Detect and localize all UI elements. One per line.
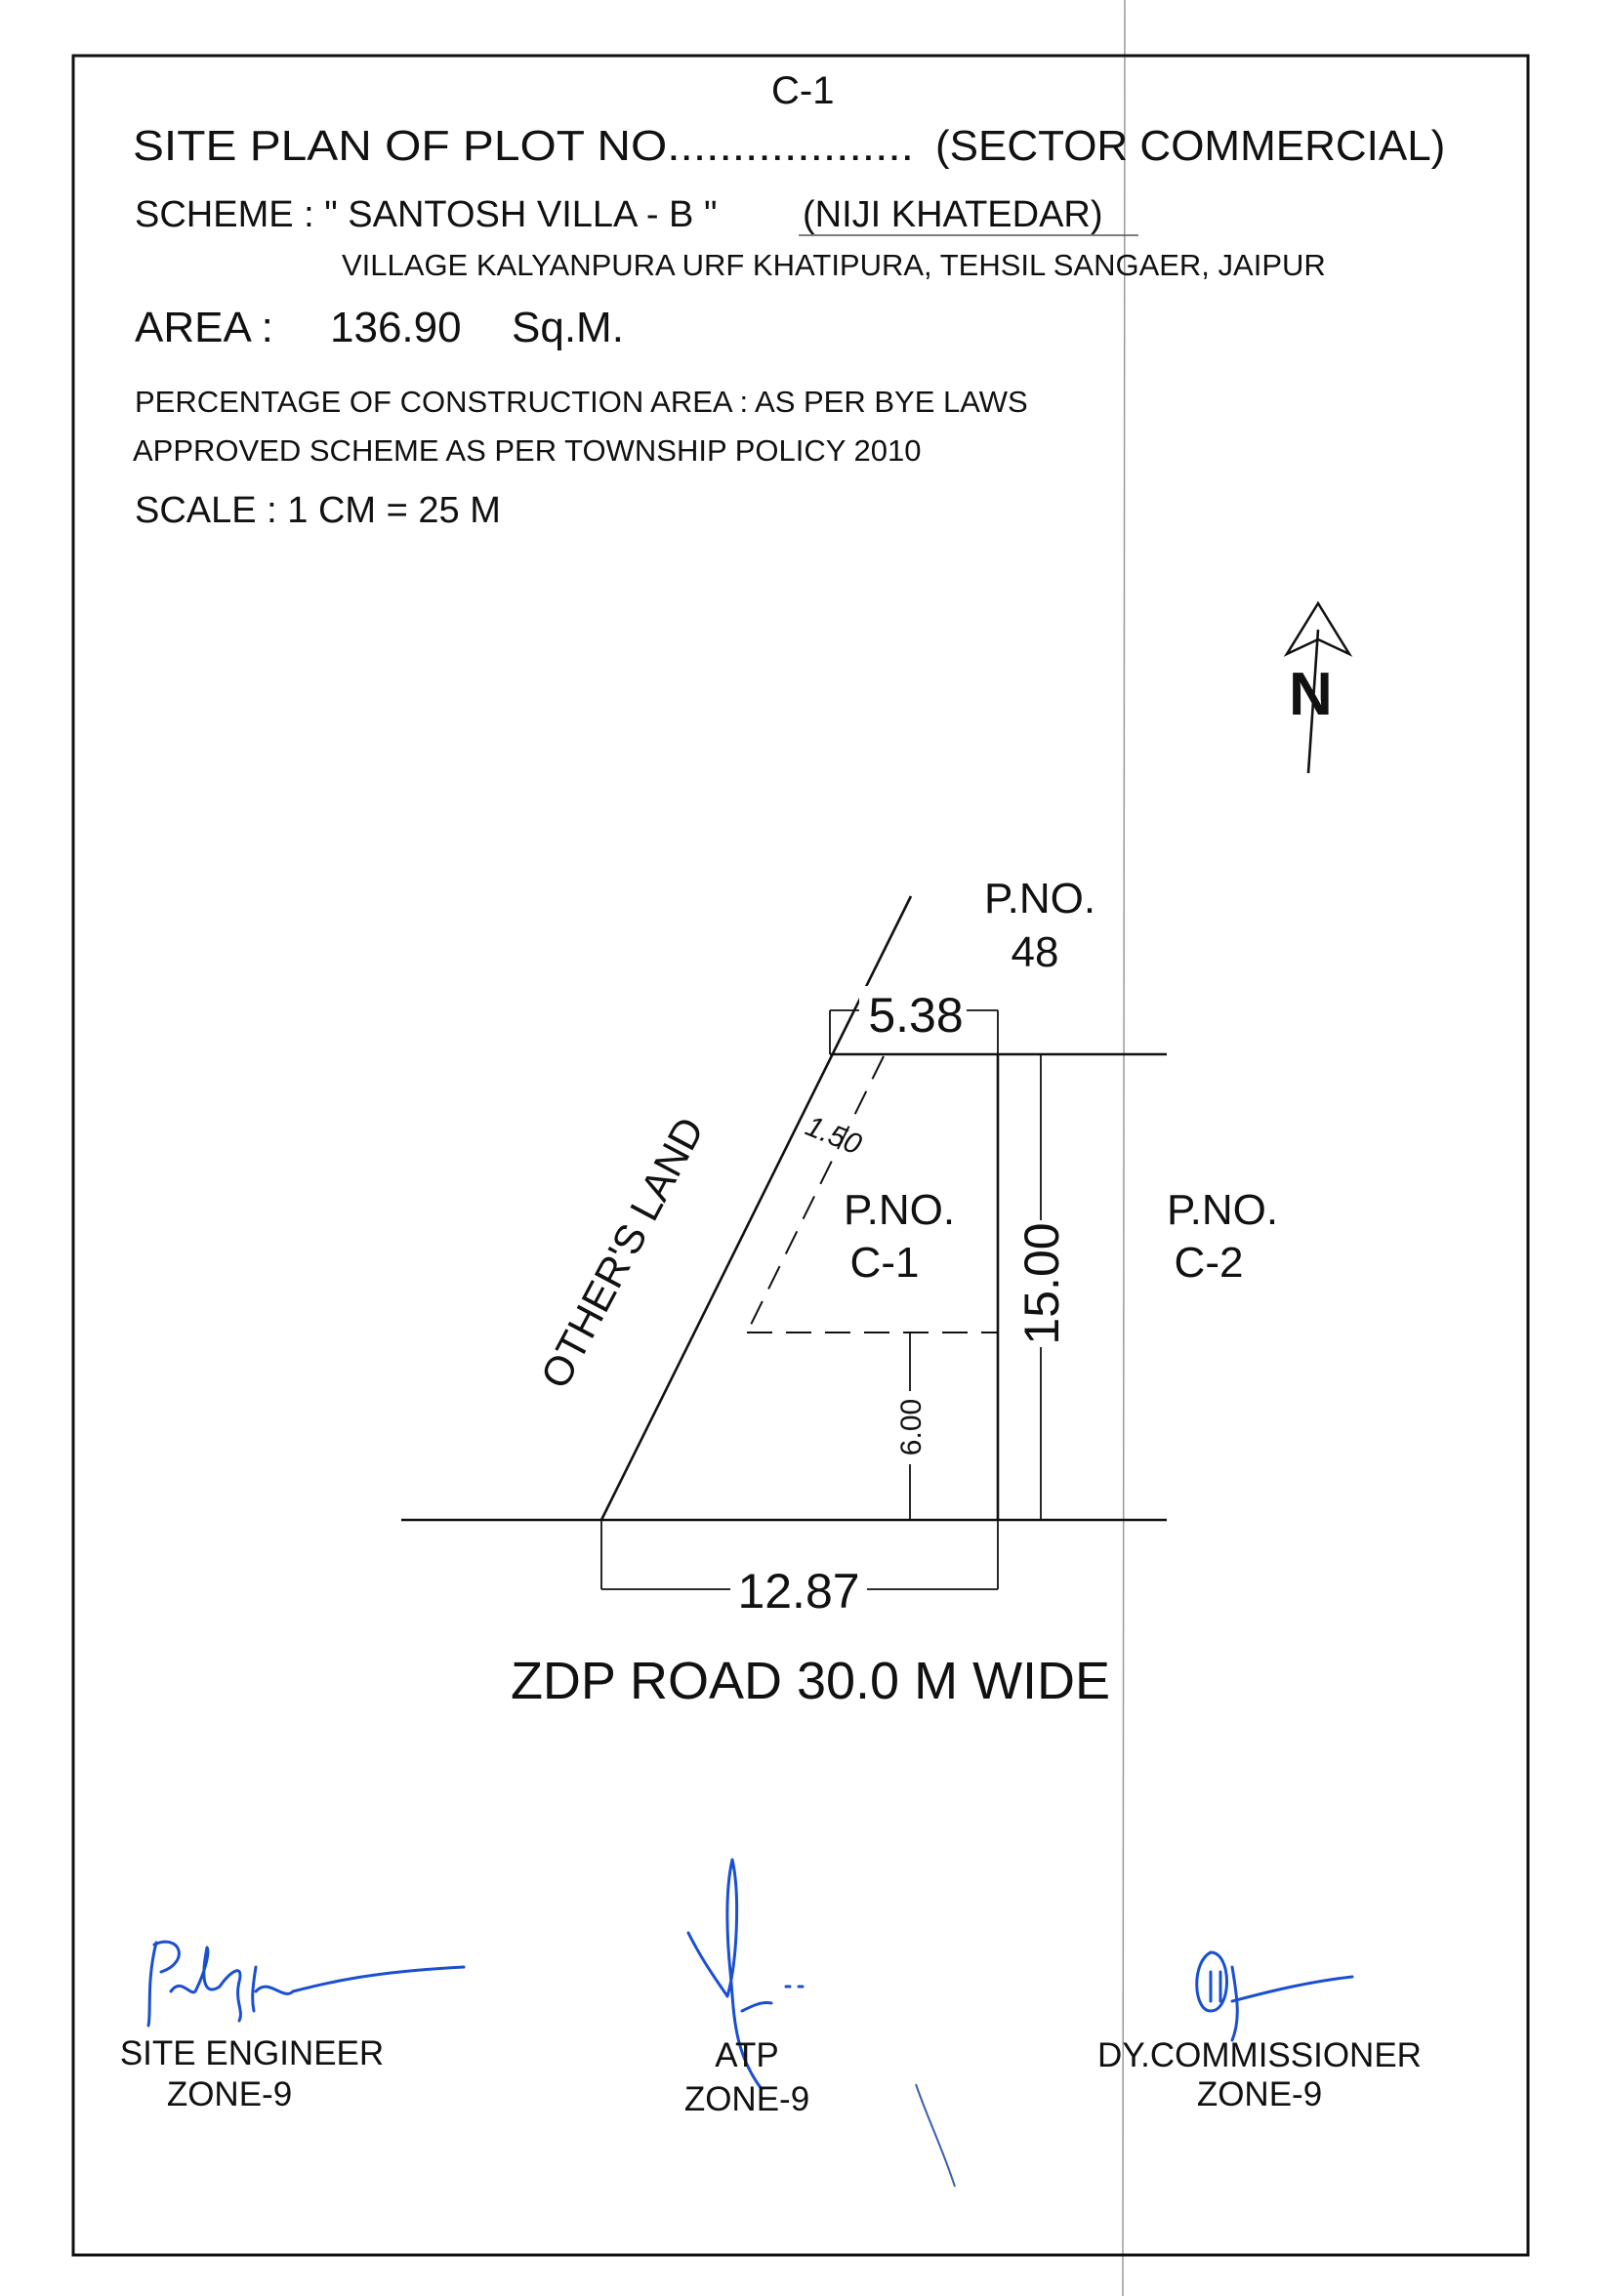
area-value: 136.90 <box>330 304 462 351</box>
signature-dy-commissioner: DY.COMMISSIONER ZONE-9 <box>1097 1950 1422 2113</box>
dim-bottom: 12.87 <box>737 1564 859 1619</box>
plot-number: C-1 <box>771 69 834 112</box>
dim-depth: 15.00 <box>1014 1222 1069 1344</box>
page-border <box>71 54 1530 2257</box>
scale-note: SCALE : 1 CM = 25 M <box>135 490 501 531</box>
road-label: ZDP ROAD 30.0 M WIDE <box>511 1652 1110 1710</box>
side-setback-line <box>746 1055 885 1333</box>
dim-setback-side: 1.50 <box>801 1110 866 1162</box>
atp-title: ATP <box>715 2036 778 2074</box>
dim-setback-front: 6.00 <box>895 1399 928 1456</box>
title-prefix: SITE PLAN OF PLOT NO................... <box>133 122 914 170</box>
atp-zone: ZONE-9 <box>684 2080 809 2118</box>
header: SITE PLAN OF PLOT NO................... … <box>133 69 1445 531</box>
plot-48-label: P.NO. <box>984 875 1095 922</box>
signature-site-engineer: SITE ENGINEER ZONE-9 <box>120 1940 466 2113</box>
plot-c2-label: P.NO. <box>1167 1186 1278 1234</box>
signature-atp: ATP ZONE-9 <box>684 1858 956 2188</box>
dim-top: 5.38 <box>868 988 963 1043</box>
scheme-type: (NIJI KHATEDAR) <box>803 194 1103 235</box>
scheme-name: SCHEME : " SANTOSH VILLA - B " <box>135 194 717 235</box>
dy-commissioner-title: DY.COMMISSIONER <box>1097 2036 1422 2074</box>
village-line: VILLAGE KALYANPURA URF KHATIPURA, TEHSIL… <box>342 248 1326 282</box>
plot-c2-number: C-2 <box>1175 1239 1244 1287</box>
north-arrow-icon: N <box>1283 600 1353 774</box>
scan-artifact-line <box>1122 0 1126 2296</box>
site-engineer-title: SITE ENGINEER <box>120 2034 384 2072</box>
plot-plan: 5.38 12.87 15.00 6.00 1.50 P.NO. 48 P.NO… <box>401 875 1278 1710</box>
construction-note: PERCENTAGE OF CONSTRUCTION AREA : AS PER… <box>135 385 1028 419</box>
plot-c1-label: P.NO. <box>844 1186 955 1234</box>
area-unit: Sq.M. <box>512 304 624 351</box>
site-engineer-zone: ZONE-9 <box>167 2075 292 2113</box>
north-label: N <box>1289 661 1333 728</box>
approval-note: APPROVED SCHEME AS PER TOWNSHIP POLICY 2… <box>133 433 921 468</box>
title-suffix: (SECTOR COMMERCIAL) <box>935 122 1445 170</box>
dy-commissioner-zone: ZONE-9 <box>1197 2075 1322 2113</box>
plot-48-number: 48 <box>1012 928 1059 976</box>
plot-c1-number: C-1 <box>850 1239 920 1287</box>
area-label: AREA : <box>135 304 273 351</box>
